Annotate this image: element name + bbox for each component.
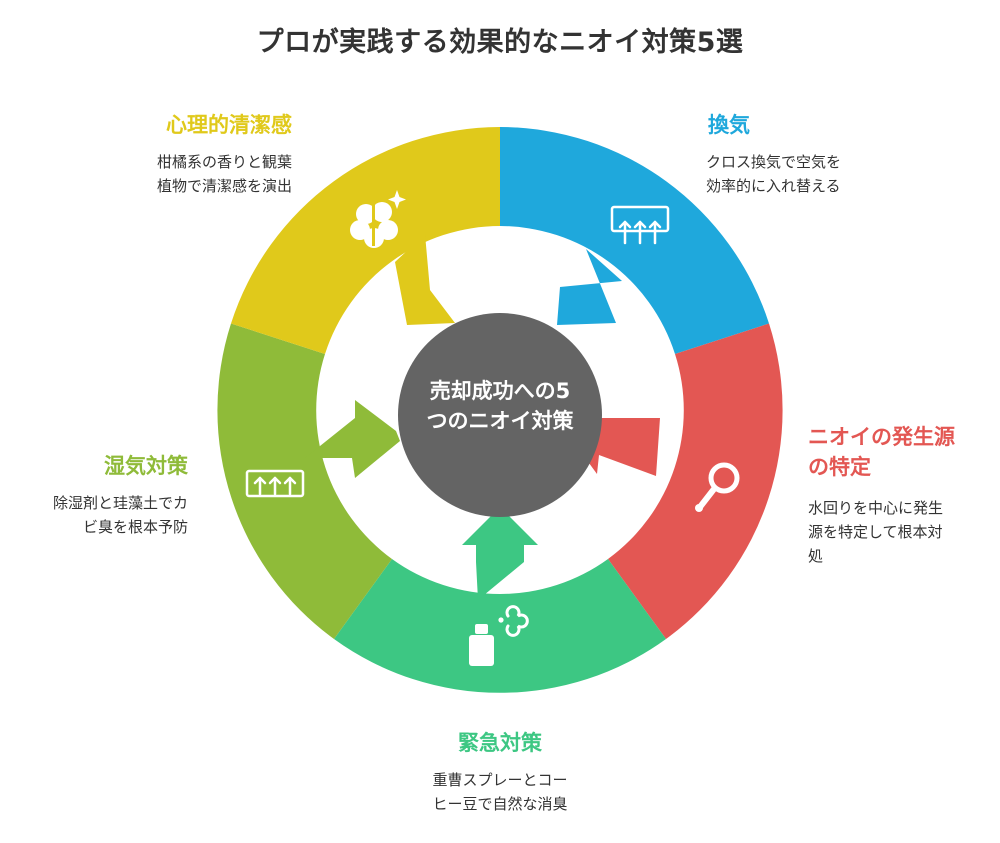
label-odor-source: ニオイの発生源 の特定 xyxy=(808,422,955,482)
desc-line: ビ臭を根本予防 xyxy=(82,518,188,536)
desc-line: 水回りを中心に発生 xyxy=(808,499,944,517)
desc-line: 植物で清潔感を演出 xyxy=(156,177,292,195)
desc-humidity: 除湿剤と珪藻土でカ ビ臭を根本予防 xyxy=(0,491,188,539)
center-label: 売却成功への5 つのニオイ対策 xyxy=(395,376,605,436)
dehumidifier-icon xyxy=(245,469,305,498)
center-label-line: 売却成功への5 xyxy=(429,379,571,403)
label-emergency: 緊急対策 xyxy=(458,731,542,755)
segment-ventilation xyxy=(500,127,769,354)
arrow-psychological xyxy=(395,234,455,325)
desc-line: 除湿剤と珪藻土でカ xyxy=(52,494,188,512)
label-line: の特定 xyxy=(808,455,871,479)
arrow-ventilation xyxy=(557,249,622,325)
label-humidity: 湿気対策 xyxy=(104,454,188,478)
magnifier-icon xyxy=(695,462,740,512)
arrow-humidity xyxy=(305,400,400,478)
desc-odor-source: 水回りを中心に発生 源を特定して根本対 処 xyxy=(808,496,943,568)
desc-line: 効率的に入れ替える xyxy=(706,177,841,195)
desc-psychological: 柑橘系の香りと観葉 植物で清潔感を演出 xyxy=(0,150,292,198)
label-psychological: 心理的清潔感 xyxy=(166,113,292,137)
desc-ventilation: クロス換気で空気を 効率的に入れ替える xyxy=(706,150,841,198)
segment-emergency xyxy=(334,559,666,693)
desc-line: ヒー豆で自然な消臭 xyxy=(432,795,568,813)
page-title: プロが実践する効果的なニオイ対策5選 xyxy=(256,27,744,58)
spray-icon xyxy=(469,605,529,666)
center-label-line: つのニオイ対策 xyxy=(426,409,574,433)
segment-odor-source xyxy=(608,323,783,639)
desc-line: 処 xyxy=(808,547,824,565)
desc-line: 重曹スプレーとコー xyxy=(432,771,568,789)
arrow-emergency xyxy=(462,507,538,600)
brain-sparkle-icon xyxy=(350,190,406,248)
air-vent-icon xyxy=(610,205,670,245)
desc-emergency: 重曹スプレーとコー ヒー豆で自然な消臭 xyxy=(0,768,1000,816)
label-ventilation: 換気 xyxy=(708,113,750,137)
segment-humidity xyxy=(217,323,392,639)
desc-line: クロス換気で空気を xyxy=(706,153,842,171)
center-circle xyxy=(398,313,602,517)
desc-line: 源を特定して根本対 xyxy=(808,523,943,541)
arrow-odor-source xyxy=(578,418,660,476)
desc-line: 柑橘系の香りと観葉 xyxy=(156,153,292,171)
label-line: ニオイの発生源 xyxy=(808,425,955,449)
